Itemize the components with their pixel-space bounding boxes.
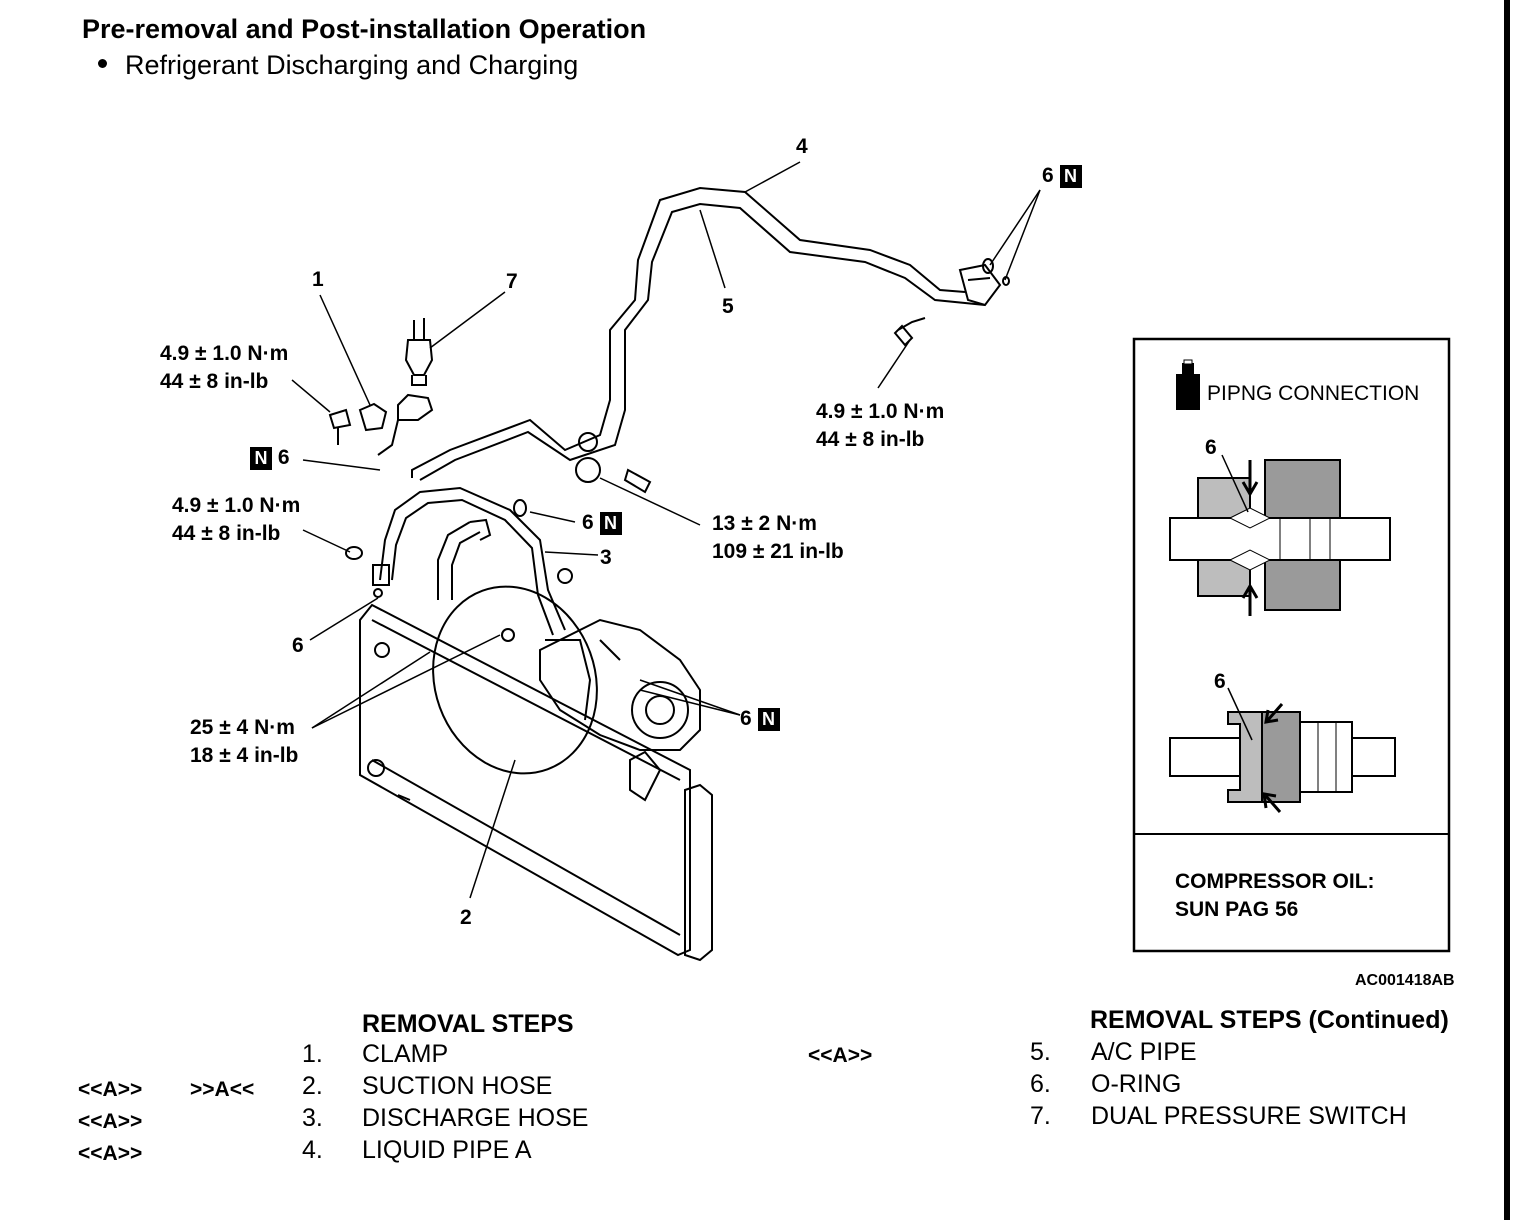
pre-operation-item: Refrigerant Discharging and Charging [98,50,578,81]
torque-imperial: 44 ± 8 in-lb [160,370,269,393]
callout-6-mid-number: 6 [582,511,594,534]
oil-label: COMPRESSOR OIL: [1175,870,1375,893]
step-text: DISCHARGE HOSE [362,1104,589,1132]
torque-imperial: 44 ± 8 in-lb [172,522,281,545]
new-part-mark: N [250,446,272,470]
step-number: 5. [1030,1038,1051,1066]
torque-metric: 25 ± 4 N·m [190,716,295,739]
discharge-hose [379,486,566,631]
callout-6-mid: 6 N [582,511,622,535]
callout-6-left: N 6 [250,446,290,470]
callout-6-top: 6 N [1042,164,1082,188]
page-title: Pre-removal and Post-installation Operat… [82,14,647,44]
step-number: 7. [1030,1102,1051,1130]
callout-4: 4 [796,135,808,158]
clamp [358,402,388,432]
step-ref-a: <<A>> [808,1044,873,1067]
torque-metric: 4.9 ± 1.0 N·m [816,400,945,423]
bullet-icon [98,59,107,69]
step-text: CLAMP [362,1040,449,1068]
figure-code: AC001418AB [1355,972,1455,989]
removal-steps-title: REMOVAL STEPS [362,1010,574,1038]
step-number: 3. [302,1104,323,1132]
new-part-mark: N [757,707,780,731]
callout-6-lower: 6 [292,634,304,657]
new-part-mark: N [1059,164,1082,188]
callout-6-right-number: 6 [740,707,752,730]
suction-hose [437,521,481,600]
callout-2: 2 [460,906,472,929]
callout-6-top-number: 6 [1042,164,1054,187]
piping-connection-illustration [1169,359,1396,813]
callout-6-left-number: 6 [277,446,290,469]
torque-metric: 4.9 ± 1.0 N·m [172,494,301,517]
step-ref-a: <<A>> [78,1078,143,1101]
liquid-pipe-a [411,186,966,478]
condenser [359,603,691,957]
torque-mid-left: 4.9 ± 1.0 N·m 44 ± 8 in-lb [172,492,300,548]
inset-title: PIPNG CONNECTION [1207,382,1420,405]
step-number: 1. [302,1040,323,1068]
inset-label-6-top: 6 [1205,436,1217,459]
callout-3: 3 [600,546,612,569]
oil-value: SUN PAG 56 [1175,898,1299,921]
step-text: O-RING [1091,1070,1182,1098]
step-ref-a: <<A>> [78,1142,143,1165]
torque-metric: 4.9 ± 1.0 N·m [160,342,289,365]
compressor-oil-note: COMPRESSOR OIL: SUN PAG 56 [1175,868,1375,924]
torque-imperial: 44 ± 8 in-lb [816,428,925,451]
callout-6-right: 6 N [740,707,780,731]
torque-center: 13 ± 2 N·m 109 ± 21 in-lb [712,510,844,566]
step-number: 2. [302,1072,323,1100]
torque-bottom-left: 25 ± 4 N·m 18 ± 4 in-lb [190,714,298,770]
inset-label-6-bottom: 6 [1214,670,1226,693]
removal-steps-continued-title: REMOVAL STEPS (Continued) [1090,1006,1449,1034]
torque-imperial: 109 ± 21 in-lb [712,540,844,563]
step-number: 6. [1030,1070,1051,1098]
dual-pressure-switch [404,318,434,376]
pre-operation-text: Refrigerant Discharging and Charging [125,50,579,80]
step-ref-a: <<A>> [78,1110,143,1133]
callout-1: 1 [312,268,324,291]
step-text: A/C PIPE [1091,1038,1197,1066]
step-text: DUAL PRESSURE SWITCH [1091,1102,1407,1130]
torque-imperial: 18 ± 4 in-lb [190,744,299,767]
callout-5: 5 [722,295,734,318]
step-text: LIQUID PIPE A [362,1136,532,1164]
torque-right: 4.9 ± 1.0 N·m 44 ± 8 in-lb [816,398,944,454]
callout-7: 7 [506,270,518,293]
torque-top-left: 4.9 ± 1.0 N·m 44 ± 8 in-lb [160,340,288,396]
torque-metric: 13 ± 2 N·m [712,512,817,535]
ac-pipe [419,202,986,481]
compressor [539,618,701,751]
inset-frame [1132,337,1451,953]
new-part-mark: N [599,511,622,535]
oil-can-icon [1176,359,1200,410]
step-ref-b: >>A<< [190,1078,255,1101]
step-text: SUCTION HOSE [362,1072,553,1100]
step-number: 4. [302,1136,323,1164]
